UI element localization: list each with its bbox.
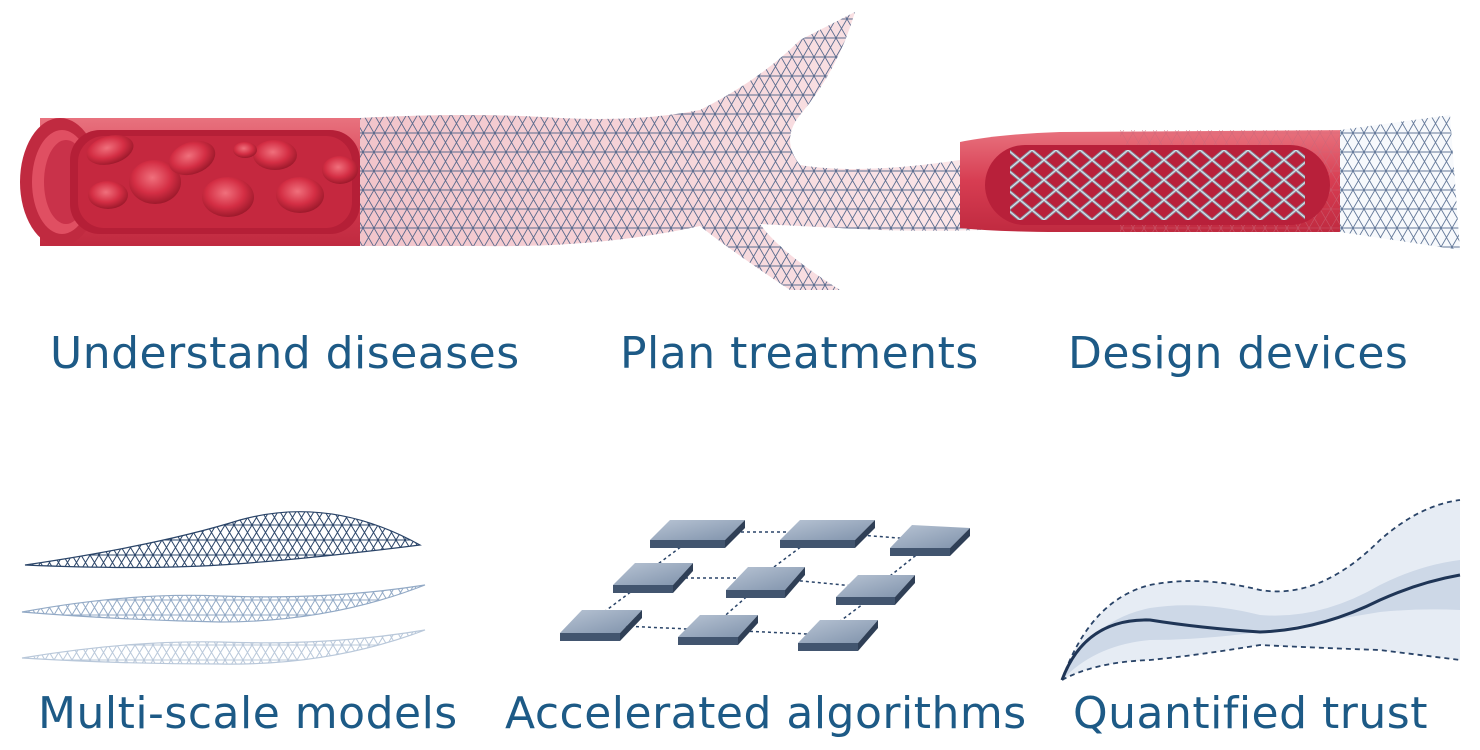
red-blood-cells bbox=[86, 135, 358, 217]
chip bbox=[726, 567, 805, 598]
label-design-devices: Design devices bbox=[1068, 328, 1409, 379]
label-quantified-trust: Quantified trust bbox=[1073, 688, 1428, 739]
chip bbox=[678, 615, 758, 645]
chip bbox=[836, 575, 915, 605]
chip bbox=[798, 620, 878, 651]
label-accelerated-algorithms: Accelerated algorithms bbox=[505, 688, 1027, 739]
label-understand-diseases: Understand diseases bbox=[50, 328, 520, 379]
chip bbox=[613, 563, 693, 593]
chip-network bbox=[560, 520, 970, 651]
multiscale-layers bbox=[21, 511, 426, 665]
uncertainty-curve bbox=[1060, 499, 1461, 681]
chip bbox=[780, 520, 875, 548]
chip bbox=[890, 525, 970, 556]
blood-vessel bbox=[20, 12, 1460, 290]
label-plan-treatments: Plan treatments bbox=[620, 328, 979, 379]
label-multi-scale-models: Multi-scale models bbox=[38, 688, 458, 739]
chip bbox=[650, 520, 745, 548]
chip bbox=[560, 610, 642, 641]
